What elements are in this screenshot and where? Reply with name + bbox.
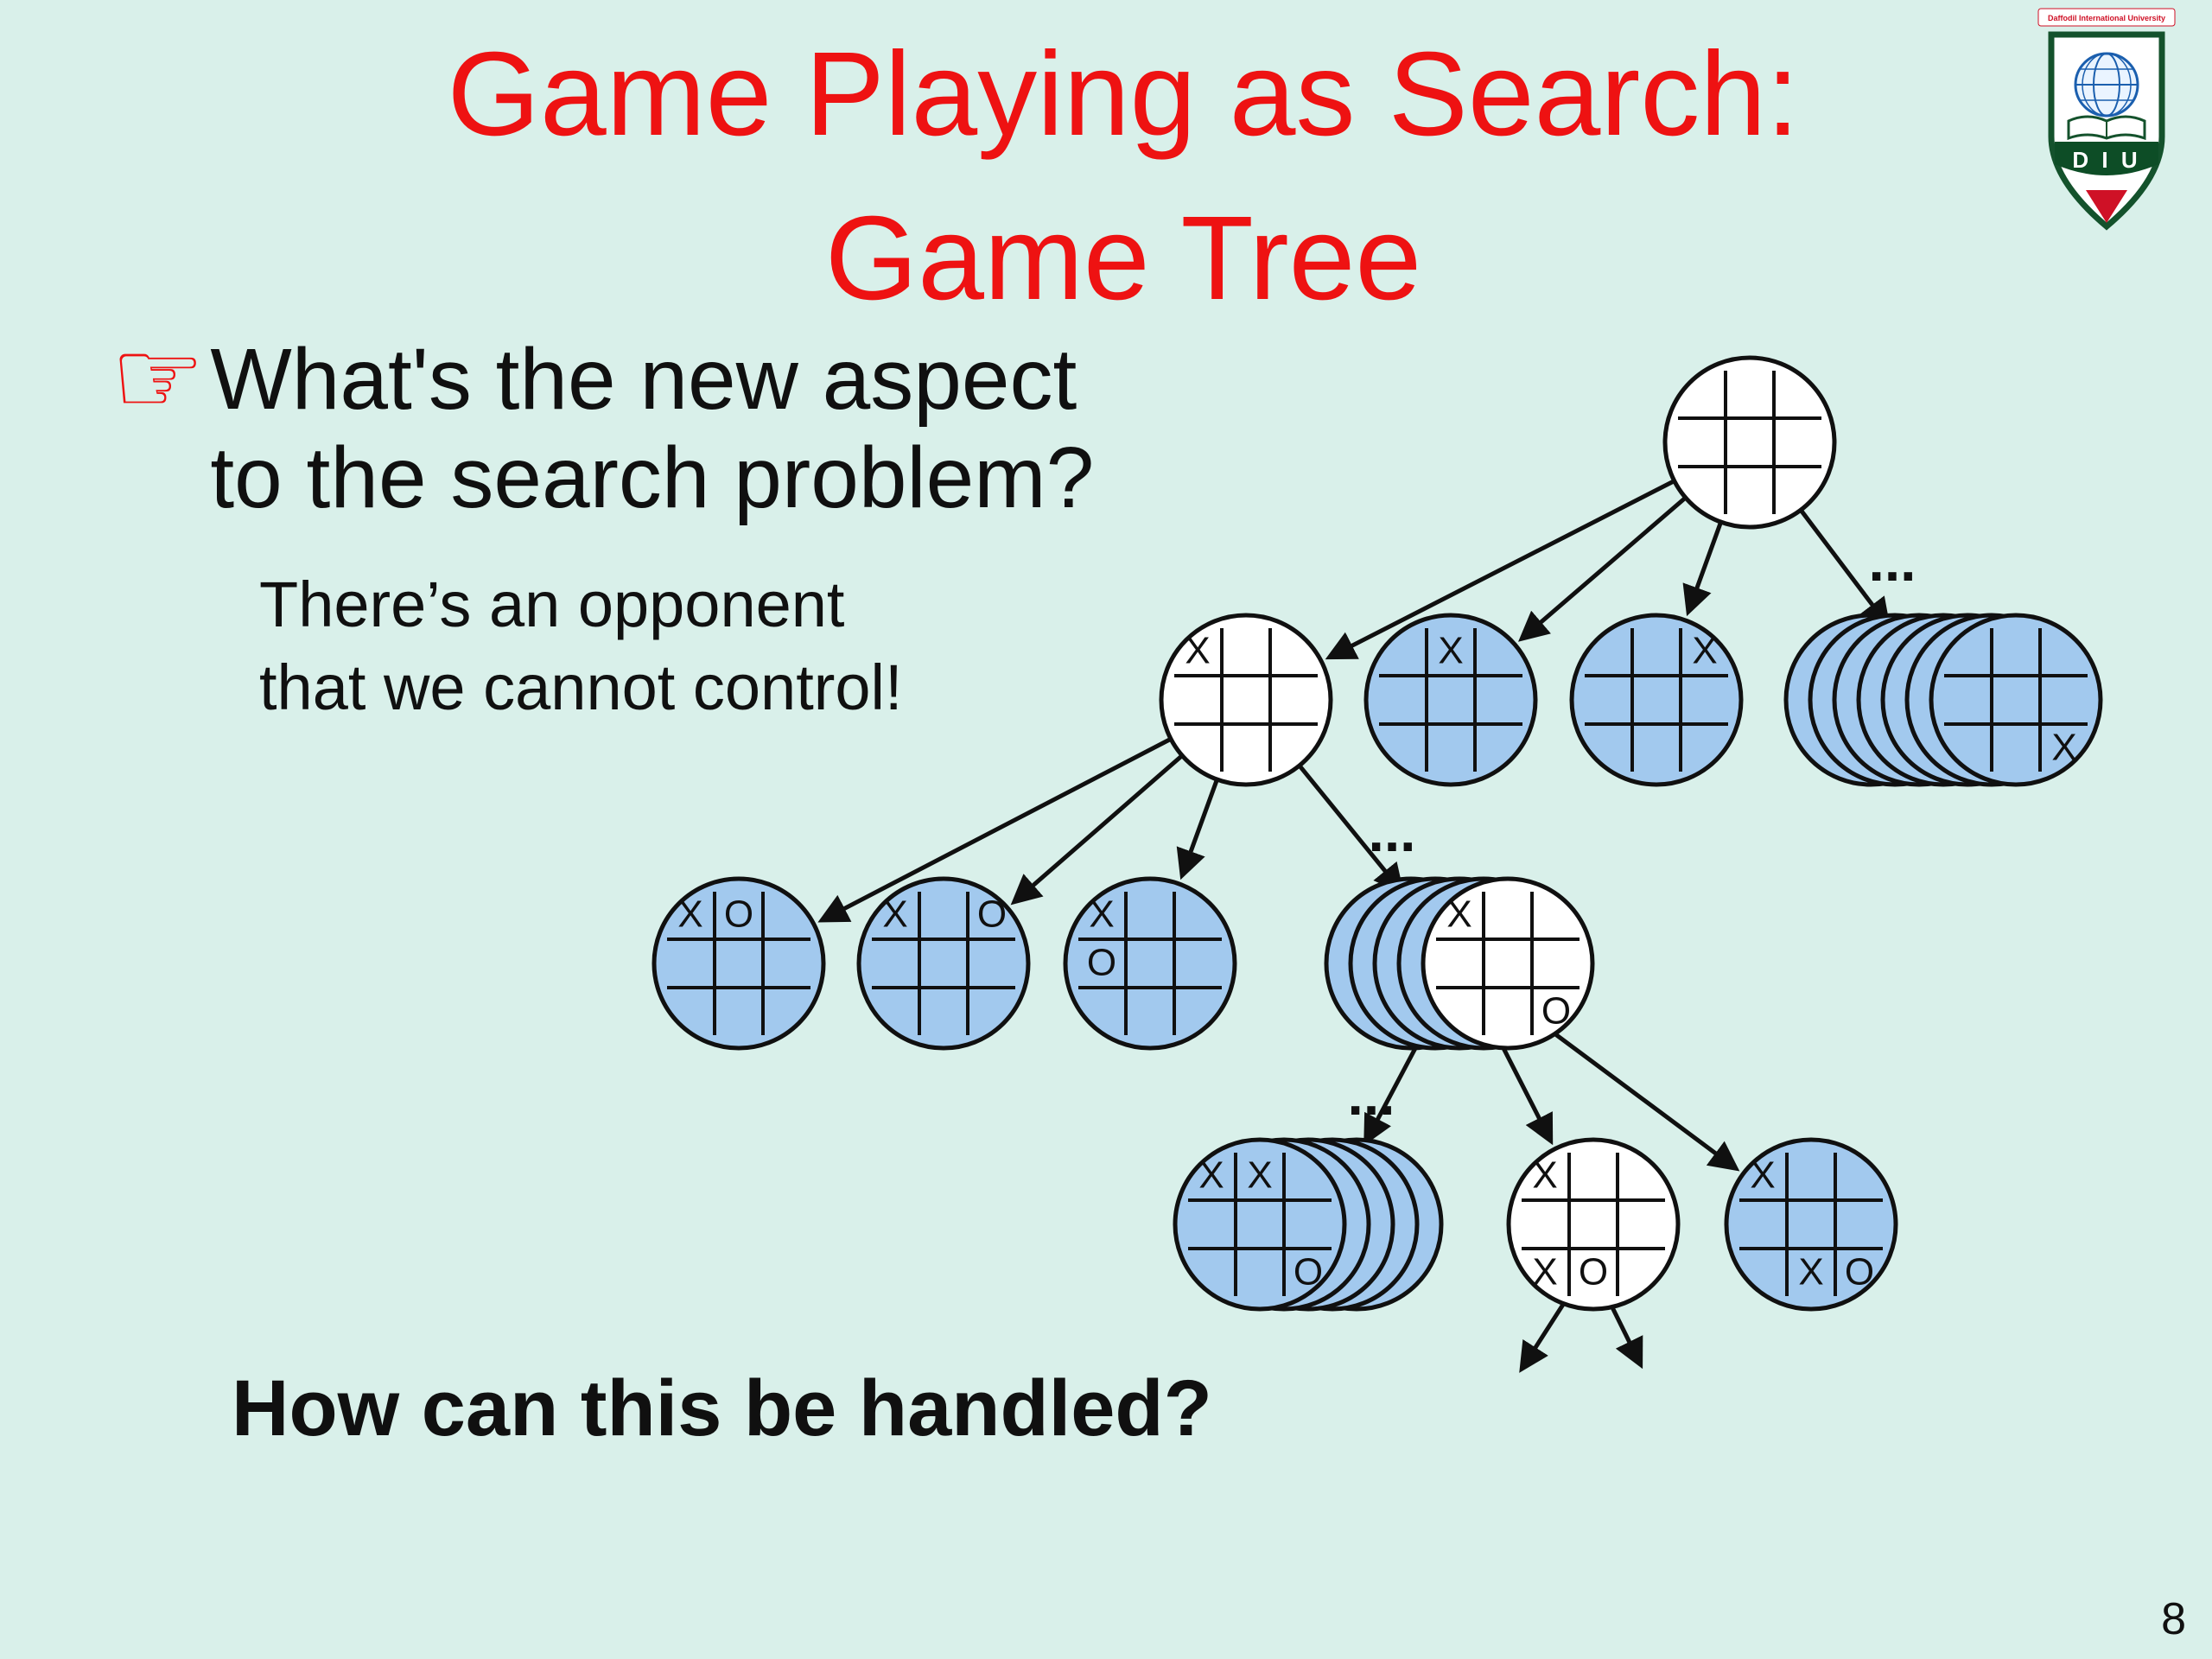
state-circle [1506,1137,1681,1312]
state-circle [1569,613,1744,787]
diu-logo: Daffodil International University D I U [2037,7,2176,236]
board-mark: X [1446,893,1471,936]
state-circle [1173,1137,1347,1312]
tree-edge-arrow [1010,754,1183,906]
board-mark: X [1532,1251,1557,1294]
board-mark: O [1845,1251,1874,1294]
tree-edge-arrow [1176,780,1219,880]
board-mark: X [1198,1154,1224,1197]
state-circle [1929,613,2103,787]
tree-edge-arrow [1497,1039,1554,1146]
ellipsis-more-states: ... [1368,799,1415,863]
slide-title: Game Playing as Search: Game Tree [130,12,2117,341]
footer-question: How can this be handled? [232,1364,1212,1452]
diu-logo-graphic: Daffodil International University D I U [2037,8,2176,231]
opponent-note-line2: that we cannot control! [259,652,903,724]
ellipsis-more-states: ... [1868,529,1916,593]
tree-edge-arrow [1606,1299,1643,1370]
logo-band [2055,142,2158,175]
question-line2: to the search problem? [210,429,1095,526]
board-mark: X [1692,630,1717,672]
board-mark: X [1798,1251,1823,1294]
tree-edge-arrow [1682,523,1723,617]
page-number: 8 [2161,1594,2186,1644]
title-line1: Game Playing as Search: [447,28,1800,161]
tree-node-l2-c: XO [1063,876,1237,1051]
tree-edge-arrow [1299,766,1405,895]
tree-node-l1-d: X [1783,613,2103,787]
tree-edge-arrow [1800,510,1891,629]
ellipsis-more-states: ... [1347,1063,1395,1127]
opponent-note: There’s an opponent that we cannot contr… [259,563,903,729]
board-mark: X [1185,630,1210,672]
tree-node-l2-d: XO [1324,876,1595,1051]
state-circle [652,876,826,1051]
question-text: What's the new aspect to the search prob… [210,330,1094,527]
opponent-note-line1: There’s an opponent [259,569,845,640]
state-circle [1662,355,1837,530]
logo-banner [2037,8,2176,27]
board-mark: X [882,893,907,936]
state-circle [1363,613,1538,787]
state-circle [1421,876,1595,1051]
question-line1: What's the new aspect [210,331,1077,428]
logo-banner-text: Daffodil International University [2048,14,2165,22]
tree-edges [817,480,1891,1373]
state-circle [1063,876,1237,1051]
pointing-hand-icon: ☞ [111,319,206,436]
board-mark: O [977,893,1007,936]
tree-node-l1-c: X [1569,613,1744,787]
board-mark: O [1294,1251,1323,1294]
tree-edge-arrow [1519,1299,1568,1373]
title-line2: Game Tree [824,192,1422,326]
tree-edge-arrow [817,737,1171,923]
logo-letters: D I U [2072,147,2140,173]
tree-node-l1-b: X [1363,613,1538,787]
state-circle [1724,1137,1898,1312]
tree-edge-arrow [1325,480,1675,660]
logo-ribbon [2086,190,2127,223]
state-circle [1159,613,1333,787]
state-circle [856,876,1031,1051]
bullet-question: ☞ What's the new aspect to the search pr… [111,325,1094,527]
board-mark: O [1579,1251,1608,1294]
board-mark: X [677,893,702,936]
board-mark: X [1438,630,1463,672]
board-mark: O [724,893,753,936]
tree-edge-arrow [1528,1013,1740,1172]
board-mark: X [1247,1154,1272,1197]
tree-edge-arrow [1518,497,1686,642]
board-mark: X [1750,1154,1775,1197]
board-mark: X [1532,1154,1557,1197]
board-mark: O [1541,990,1571,1033]
board-mark: X [2051,727,2076,769]
tree-node-root [1662,355,1837,530]
tree-edge-arrow [1363,1039,1422,1146]
tree-node-l1-a: X [1159,613,1333,787]
board-mark: X [1089,893,1114,936]
board-mark: O [1087,942,1116,984]
